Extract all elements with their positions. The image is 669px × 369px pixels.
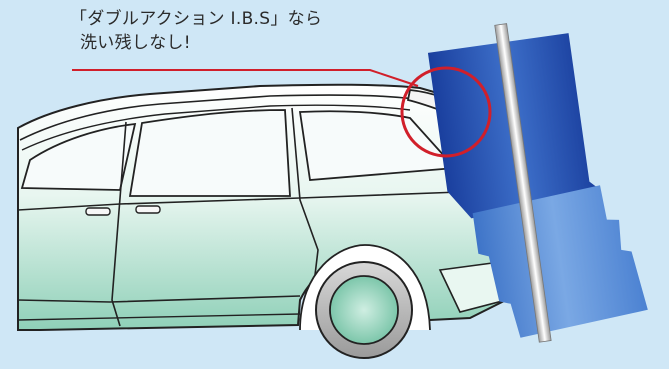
callout-caption: 「ダブルアクション I.B.S」なら 洗い残しなし! (70, 7, 322, 55)
sill-line (17, 313, 301, 321)
roof-line (19, 94, 421, 141)
brush-lower (472, 185, 648, 338)
wash-brush (427, 23, 648, 343)
rear-door-handle (135, 205, 161, 214)
caption-line-2: 洗い残しなし! (80, 33, 191, 53)
middle-window (128, 109, 291, 197)
brush-pole (494, 23, 552, 343)
highlight-ring (400, 66, 492, 158)
caption-line-1: 「ダブルアクション I.B.S」なら (70, 9, 323, 29)
rear-wheel-rim (329, 275, 399, 345)
callout-leader-line (72, 69, 419, 87)
rocker-line (17, 295, 301, 303)
front-window (20, 122, 137, 191)
roof-line-inner (21, 104, 411, 151)
minivan (17, 83, 507, 359)
front-door-handle (85, 207, 111, 216)
rear-window (298, 110, 457, 181)
